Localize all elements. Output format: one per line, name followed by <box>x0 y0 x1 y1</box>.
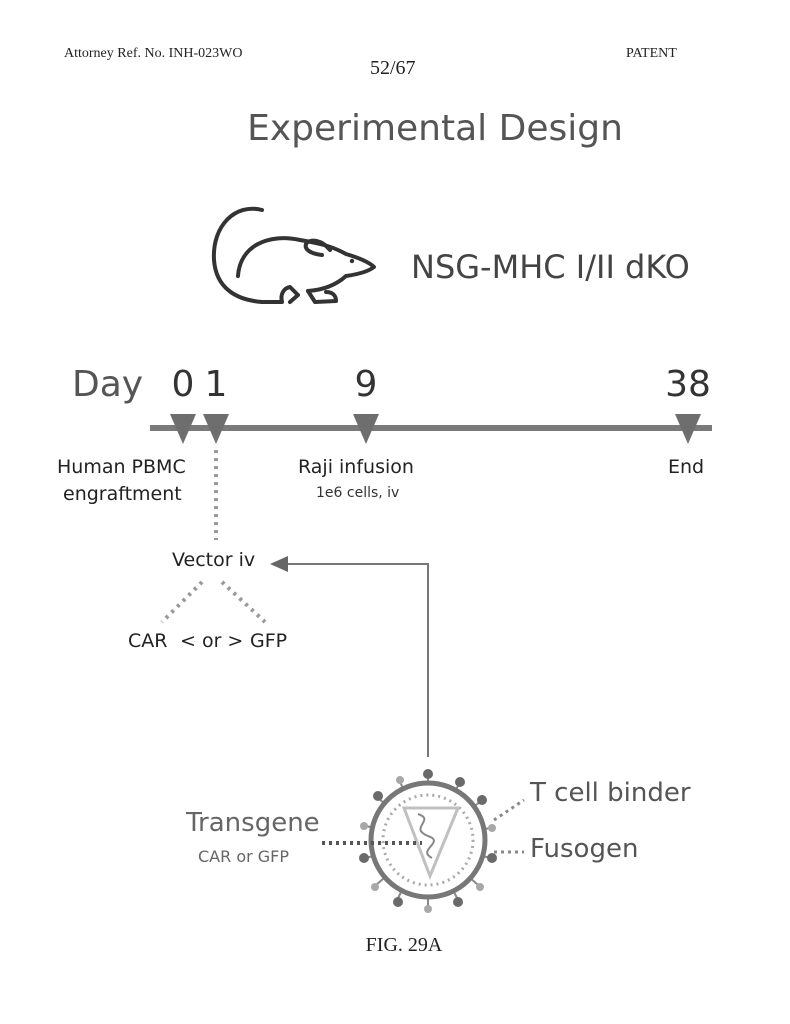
event-day38-label: End <box>668 456 704 478</box>
event-day9-sub: 1e6 cells, iv <box>316 485 399 501</box>
vector-label: Vector iv <box>172 549 255 571</box>
branch-car <box>162 582 202 622</box>
event-day0-line2: engraftment <box>63 483 182 505</box>
day-1-label: 1 <box>205 364 228 405</box>
figure-caption: FIG. 29A <box>0 934 790 957</box>
transgene-sub-label: CAR or GFP <box>198 847 289 866</box>
binder-callout <box>494 800 524 820</box>
event-day0-line1: Human PBMC <box>57 456 186 478</box>
page-title: Experimental Design <box>0 108 790 149</box>
attorney-ref: Attorney Ref. No. INH-023WO <box>64 46 242 62</box>
mouse-strain-label: NSG-MHC I/II dKO <box>411 248 690 286</box>
day-0-label: 0 <box>172 364 195 405</box>
fusogen-label: Fusogen <box>530 834 638 864</box>
t-cell-binder-label: T cell binder <box>530 778 691 808</box>
transgene-label: Transgene <box>186 808 320 838</box>
option-car: CAR <box>128 630 167 652</box>
day-38-label: 38 <box>665 364 711 405</box>
day-9-label: 9 <box>355 364 378 405</box>
particle-to-vector-arrow <box>286 564 428 757</box>
option-gfp: GFP <box>250 630 287 652</box>
mouse-icon <box>214 209 374 302</box>
arrowhead <box>270 556 288 572</box>
page-number: 52/67 <box>370 57 416 80</box>
branch-gfp <box>222 582 265 622</box>
patent-label: PATENT <box>626 46 677 62</box>
event-day9-label: Raji infusion <box>298 456 414 478</box>
timeline-axis-label: Day <box>72 364 143 405</box>
option-separator: < or > <box>180 630 243 652</box>
